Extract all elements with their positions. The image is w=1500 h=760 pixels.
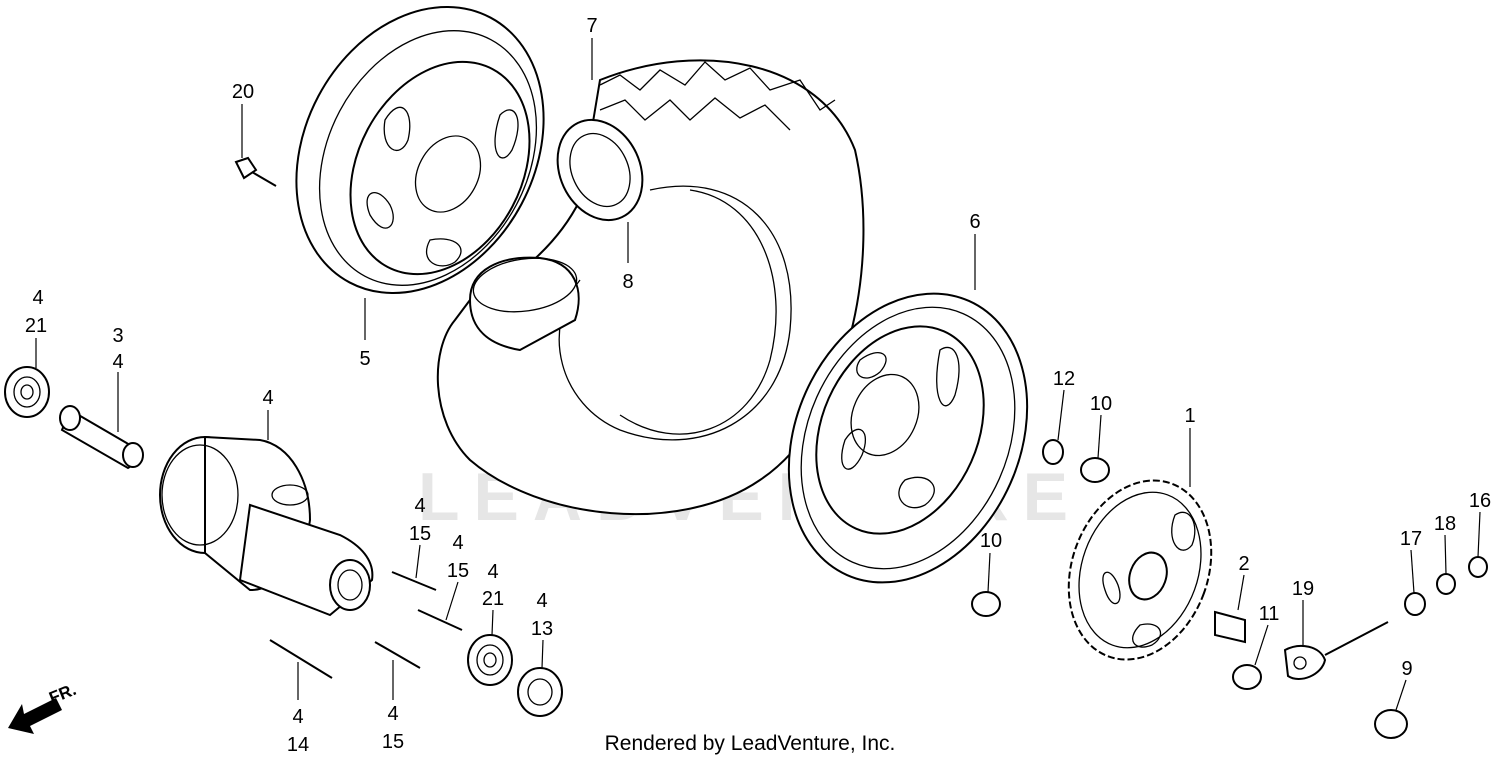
credit-text: Rendered by LeadVenture, Inc. — [605, 732, 896, 755]
axle-collar[interactable] — [59, 405, 144, 470]
callout-4: 4 — [414, 495, 425, 517]
callout-21: 21 — [25, 315, 47, 337]
callout-1: 1 — [1184, 405, 1195, 427]
bearing-right[interactable] — [467, 634, 513, 686]
front-direction-arrow: FR. — [8, 680, 79, 734]
callout-9: 9 — [1401, 658, 1412, 680]
oil-seal[interactable] — [517, 667, 563, 717]
callout-7: 7 — [586, 15, 597, 37]
stud-bolts[interactable] — [269, 571, 463, 679]
callout-2: 2 — [1238, 553, 1249, 575]
callout-16: 16 — [1469, 490, 1491, 512]
callout-21: 21 — [482, 588, 504, 610]
nuts-and-washers[interactable] — [971, 439, 1488, 739]
rim-half-right[interactable] — [745, 255, 1072, 620]
callout-6: 6 — [969, 211, 980, 233]
callout-4: 4 — [536, 590, 547, 612]
callout-10: 10 — [1090, 393, 1112, 415]
callout-11: 11 — [1259, 603, 1280, 625]
callout-4: 4 — [262, 387, 273, 409]
chain-adjuster[interactable] — [1283, 621, 1389, 680]
callout-15: 15 — [382, 731, 404, 753]
leader-lines — [35, 38, 1481, 711]
callout-4: 4 — [32, 287, 43, 309]
callout-19: 19 — [1292, 578, 1314, 600]
callout-20: 20 — [232, 81, 254, 103]
callout-14: 14 — [287, 734, 309, 756]
callout-4: 4 — [452, 532, 463, 554]
callout-12: 12 — [1053, 368, 1075, 390]
callout-8: 8 — [622, 271, 633, 293]
wheel-hub[interactable] — [159, 435, 374, 617]
callout-4: 4 — [387, 703, 398, 725]
callout-4: 4 — [487, 561, 498, 583]
callout-4: 4 — [292, 706, 303, 728]
callout-4: 4 — [112, 351, 123, 373]
callout-3: 3 — [112, 325, 123, 347]
callout-10: 10 — [980, 530, 1002, 552]
callout-labels: 7 8 5 6 20 4 21 3 4 4 1 12 10 10 2 11 19… — [25, 15, 1491, 756]
callout-17: 17 — [1400, 528, 1422, 550]
flange-bolt[interactable] — [234, 156, 277, 187]
callout-18: 18 — [1434, 513, 1456, 535]
callout-15: 15 — [409, 523, 431, 545]
rim-half-left[interactable] — [248, 0, 592, 336]
callout-15: 15 — [447, 560, 469, 582]
fr-label: FR. — [46, 680, 79, 708]
bearing-left[interactable] — [4, 366, 50, 418]
callout-13: 13 — [531, 618, 553, 640]
callout-5: 5 — [359, 348, 370, 370]
rear-sprocket[interactable] — [1045, 460, 1236, 679]
tire[interactable] — [436, 59, 865, 516]
